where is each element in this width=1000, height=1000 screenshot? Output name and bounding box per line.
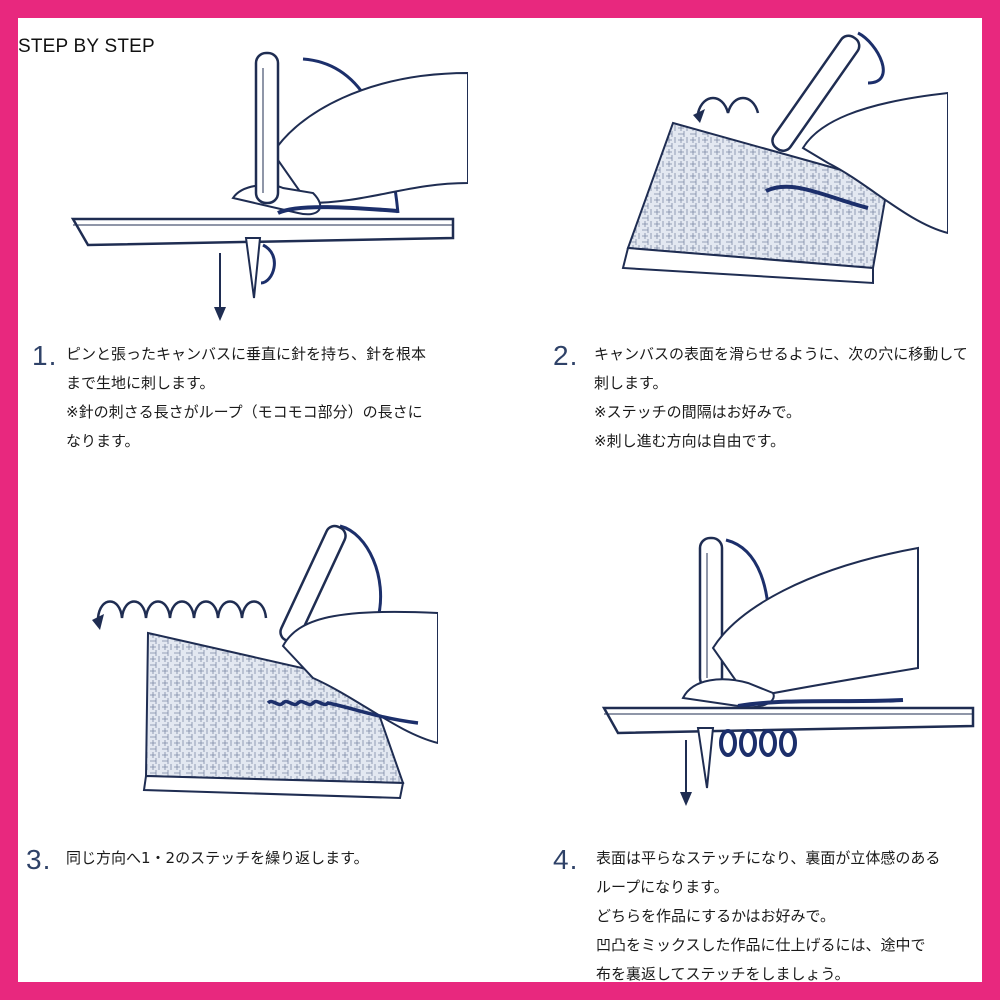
step-4-illustration	[601, 536, 975, 806]
step-3-text: 同じ方向へ1・2のステッチを繰り返します。	[66, 844, 369, 873]
step-4-line: 凹凸をミックスした作品に仕上げるには、途中で	[596, 936, 926, 954]
step-1-number: 1.	[32, 340, 58, 371]
page-title: STEP BY STEP	[18, 36, 155, 57]
step-4-text: 表面は平らなステッチになり、裏面が立体感のある ループになります。 どちらを作品…	[596, 844, 940, 982]
instruction-panel: STEP BY STEP 1. ピンと張ったキャンバスに垂直に針を持ち、針を根本…	[18, 18, 982, 982]
step-1-text: ピンと張ったキャンバスに垂直に針を持ち、針を根本 まで生地に刺します。 ※針の刺…	[66, 340, 426, 456]
step-2-line: キャンバスの表面を滑らせるように、次の穴に移動して	[594, 345, 968, 363]
step-4-line: 表面は平らなステッチになり、裏面が立体感のある	[596, 849, 941, 867]
step-1-line: まで生地に刺します。	[66, 374, 215, 392]
step-1-illustration	[70, 51, 468, 321]
step-2-line: ※刺し進む方向は自由です。	[594, 432, 786, 450]
step-1-line: ピンと張ったキャンバスに垂直に針を持ち、針を根本	[66, 345, 427, 363]
step-1-line: なります。	[66, 432, 140, 450]
step-4-line: 布を裏返してステッチをしましょう。	[596, 965, 850, 982]
step-4-line: ループになります。	[596, 878, 729, 896]
step-2-text: キャンバスの表面を滑らせるように、次の穴に移動して 刺します。 ※ステッチの間隔…	[594, 340, 968, 456]
step-3-line: 同じ方向へ1・2のステッチを繰り返します。	[66, 849, 369, 867]
step-4-line: どちらを作品にするかはお好みで。	[596, 907, 835, 925]
step-3-illustration	[92, 524, 438, 800]
step-1-line: ※針の刺さる長さがループ（モコモコ部分）の長さに	[66, 403, 423, 421]
step-2-line: 刺します。	[594, 374, 668, 392]
step-2-number: 2.	[553, 340, 579, 371]
step-2-illustration	[621, 31, 948, 285]
step-4-number: 4.	[553, 844, 579, 875]
step-3-number: 3.	[26, 844, 52, 875]
step-2-line: ※ステッチの間隔はお好みで。	[594, 403, 801, 421]
